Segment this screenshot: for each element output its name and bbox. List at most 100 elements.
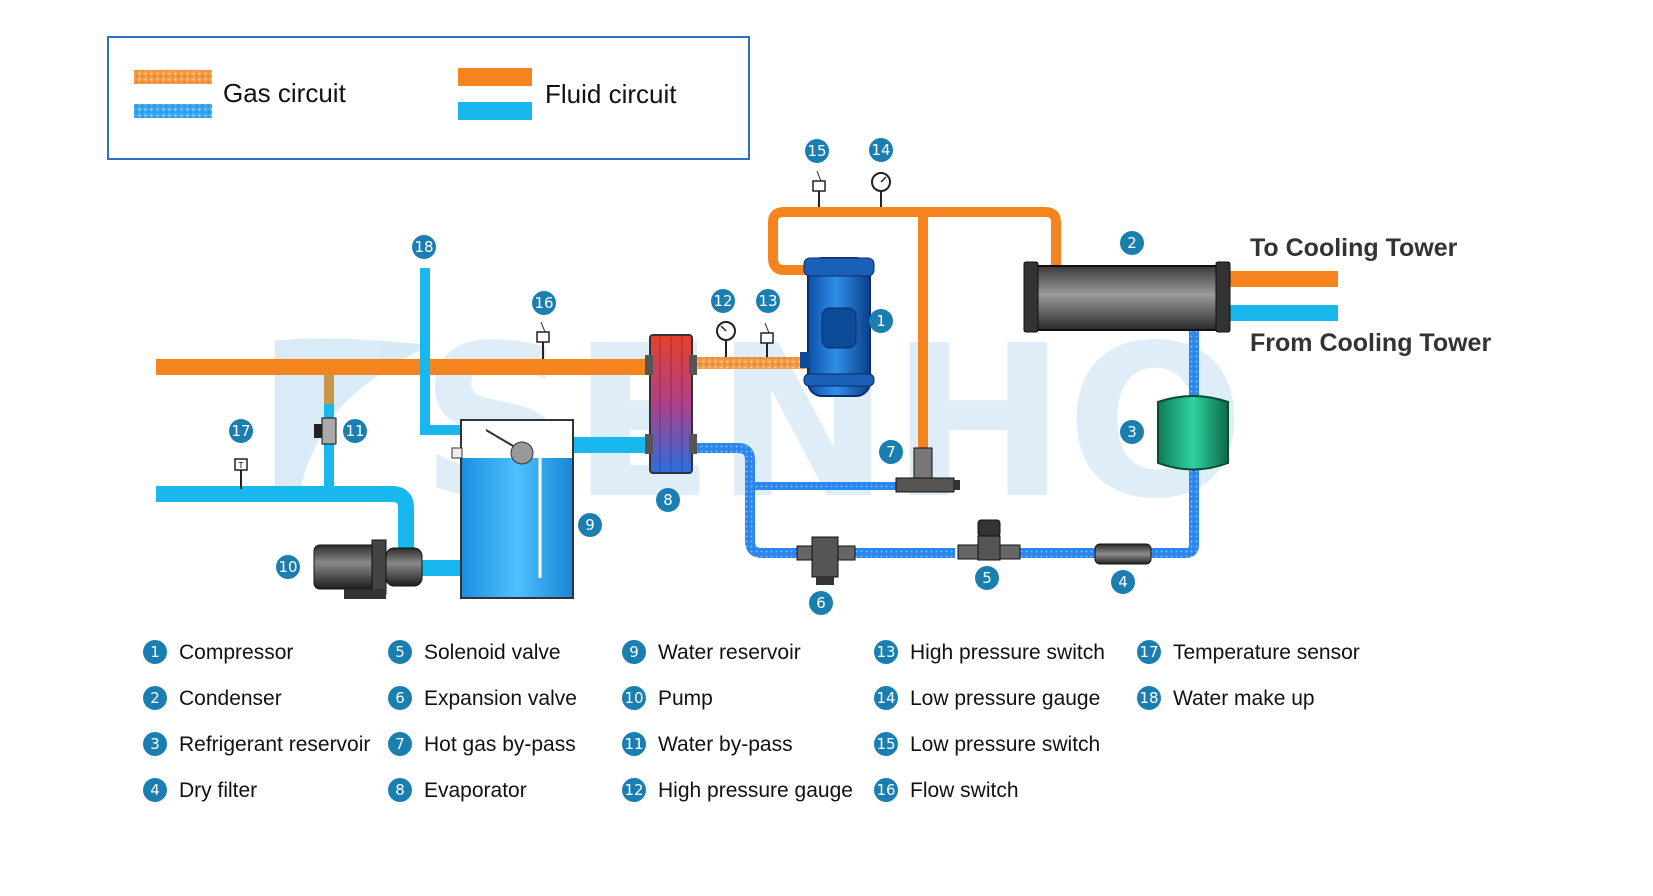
key-number: 17 — [1139, 643, 1158, 661]
temperature-sensor: T — [234, 458, 248, 489]
badge-circle — [276, 555, 300, 579]
badge-number: 13 — [758, 292, 777, 310]
badge-6: 6 — [809, 591, 833, 615]
badge-3: 3 — [1120, 420, 1144, 444]
key-number: 5 — [395, 643, 405, 661]
badge-18: 18 — [412, 235, 436, 259]
key-label: Hot gas by-pass — [424, 733, 576, 756]
badge-number: 1 — [876, 312, 886, 330]
legend-gas-circuit: Gas circuit — [223, 78, 347, 108]
badge-11: 11 — [343, 419, 367, 443]
badge-2: 2 — [1120, 231, 1144, 255]
key-label: Compressor — [179, 641, 293, 664]
refrigerant-reservoir — [1157, 395, 1229, 471]
key-number: 2 — [150, 689, 160, 707]
key-number: 14 — [876, 689, 895, 707]
legend-fluid-circuit: Fluid circuit — [545, 79, 677, 109]
key-number: 1 — [150, 643, 160, 661]
hot-gas-bypass-pipe — [918, 212, 928, 452]
badge-number: 2 — [1127, 234, 1137, 252]
badge-16: 16 — [532, 291, 556, 315]
hot-gas-bypass-valve — [895, 447, 960, 493]
pump — [313, 539, 423, 599]
key-badge — [388, 640, 412, 664]
liquid-pipe-1 — [1189, 328, 1199, 400]
water-bypass-valve — [314, 417, 337, 445]
legend: Gas circuit Fluid circuit — [107, 36, 750, 160]
key-label: Condenser — [179, 687, 282, 710]
badge-circle — [578, 513, 602, 537]
badge-14: 14 — [869, 138, 893, 162]
key-number: 3 — [150, 735, 160, 753]
badge-circle — [656, 488, 680, 512]
badge-12: 12 — [711, 289, 735, 313]
badge-17: 17 — [229, 419, 253, 443]
key-number: 10 — [624, 689, 643, 707]
key-badge — [143, 732, 167, 756]
tank-to-evap-pipe — [574, 437, 650, 453]
badge-circle — [1120, 231, 1144, 255]
gas-circuit-orange-swatch — [134, 70, 212, 84]
key-item: 1 Compressor — [143, 640, 293, 664]
badge-circle — [532, 291, 556, 315]
to-cooling-tower-pipe — [1230, 271, 1338, 287]
discharge-pipe — [768, 207, 1061, 275]
gas-circuit-blue-swatch — [134, 104, 212, 118]
fluid-circuit-blue-swatch — [458, 102, 532, 120]
badge-circle — [229, 419, 253, 443]
badge-number: 6 — [816, 594, 826, 612]
key-badge — [1137, 640, 1161, 664]
key-item: 8 Evaporator — [388, 778, 527, 802]
key-badge — [143, 778, 167, 802]
refrigerant-circuit — [692, 207, 1338, 558]
key-number: 11 — [624, 735, 643, 753]
key-number: 7 — [395, 735, 405, 753]
water-supply-pipe — [156, 486, 414, 550]
key-badge — [622, 778, 646, 802]
badge-circle — [412, 235, 436, 259]
key-number: 18 — [1139, 689, 1158, 707]
liquid-line — [692, 443, 800, 558]
badge-circle — [805, 139, 829, 163]
key-item: 18 Water make up — [1137, 686, 1315, 710]
key-badge — [874, 778, 898, 802]
key-number: 15 — [876, 735, 895, 753]
key-label: Water make up — [1173, 687, 1315, 710]
key-number: 8 — [395, 781, 405, 799]
badge-1: 1 — [869, 309, 893, 333]
badge-number: 3 — [1127, 423, 1137, 441]
high-pressure-switch — [760, 322, 774, 357]
badge-circle — [809, 591, 833, 615]
badge-circle — [869, 138, 893, 162]
badge-circle — [879, 440, 903, 464]
badge-number: 12 — [713, 292, 732, 310]
from-cooling-tower-pipe — [1230, 305, 1338, 321]
key-number: 9 — [629, 643, 639, 661]
badge-number: 7 — [886, 443, 896, 461]
key-label: Solenoid valve — [424, 641, 561, 664]
badge-circle — [711, 289, 735, 313]
key-label: Expansion valve — [424, 687, 577, 710]
component-key: 1 Compressor 2 Condenser 3 Refrigerant reserv… — [143, 640, 1360, 802]
badge-number: 8 — [663, 491, 673, 509]
high-pressure-gauge — [716, 321, 736, 357]
key-badge — [143, 640, 167, 664]
key-badge — [1137, 686, 1161, 710]
badge-number: 15 — [807, 142, 826, 160]
low-pressure-switch — [812, 170, 826, 207]
key-label: Evaporator — [424, 779, 527, 802]
from-cooling-tower-label: From Cooling Tower — [1250, 329, 1491, 357]
key-label: Dry filter — [179, 779, 257, 802]
badge-number: 14 — [871, 141, 890, 159]
expansion-valve — [796, 536, 856, 585]
key-badge — [622, 732, 646, 756]
key-label: Refrigerant reservoir — [179, 733, 370, 756]
key-label: Temperature sensor — [1173, 641, 1360, 664]
key-badge — [622, 640, 646, 664]
badge-9: 9 — [578, 513, 602, 537]
key-item: 5 Solenoid valve — [388, 640, 561, 664]
